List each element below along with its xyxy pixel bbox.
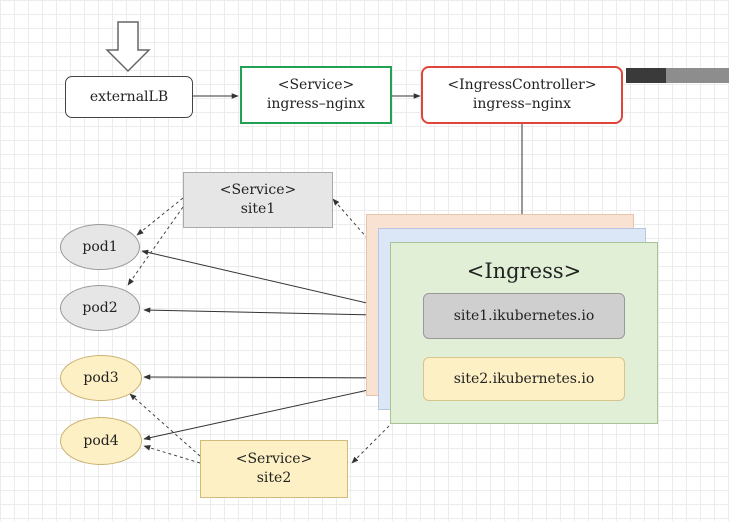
pod2-node: pod2 — [60, 285, 140, 331]
service-ingress-nginx-type: <Service> — [277, 77, 355, 93]
pod4-node: pod4 — [60, 417, 142, 465]
pod3-node: pod3 — [60, 355, 142, 401]
external-lb-label: externalLB — [89, 88, 169, 105]
dashed-site1-to-pod2 — [127, 206, 184, 286]
pod4-label: pod4 — [83, 433, 119, 449]
service-site1-type: <Service> — [219, 182, 297, 198]
decorative-bar-grey — [666, 68, 729, 83]
pod1-node: pod1 — [60, 224, 140, 270]
service-site1-name: site1 — [240, 201, 276, 217]
external-lb-box: externalLB — [65, 76, 193, 118]
ingress-controller-name: ingress–nginx — [472, 96, 572, 112]
service-site2-name: site2 — [256, 470, 292, 486]
service-site2-type: <Service> — [235, 451, 313, 467]
ingress-controller-box: <IngressController> ingress–nginx — [421, 66, 623, 124]
service-ingress-nginx-name: ingress–nginx — [266, 96, 366, 112]
pod2-label: pod2 — [82, 300, 118, 316]
service-site2-box: <Service> site2 — [200, 440, 348, 498]
dashed-site2-to-pod4 — [143, 445, 201, 464]
ingress-rule-site1: site1.ikubernetes.io — [423, 293, 625, 339]
pod1-label: pod1 — [82, 239, 118, 255]
service-site1-box: <Service> site1 — [183, 172, 333, 228]
ingress-panel: <Ingress> site1.ikubernetes.io site2.iku… — [390, 242, 658, 424]
ingress-rule-site2-host: site2.ikubernetes.io — [453, 370, 595, 387]
ingress-title: <Ingress> — [466, 259, 582, 283]
decorative-bar-dark — [626, 68, 666, 83]
ingress-rule-site2: site2.ikubernetes.io — [423, 357, 625, 401]
service-ingress-nginx-box: <Service> ingress–nginx — [240, 66, 392, 124]
ingress-controller-type: <IngressController> — [447, 77, 597, 93]
pod3-label: pod3 — [83, 370, 119, 386]
dashed-rule2-to-site2 — [351, 391, 424, 464]
ingress-rule-site1-host: site1.ikubernetes.io — [453, 307, 595, 324]
dashed-site1-to-pod1 — [136, 197, 184, 236]
entry-hollow-arrow — [105, 21, 151, 73]
